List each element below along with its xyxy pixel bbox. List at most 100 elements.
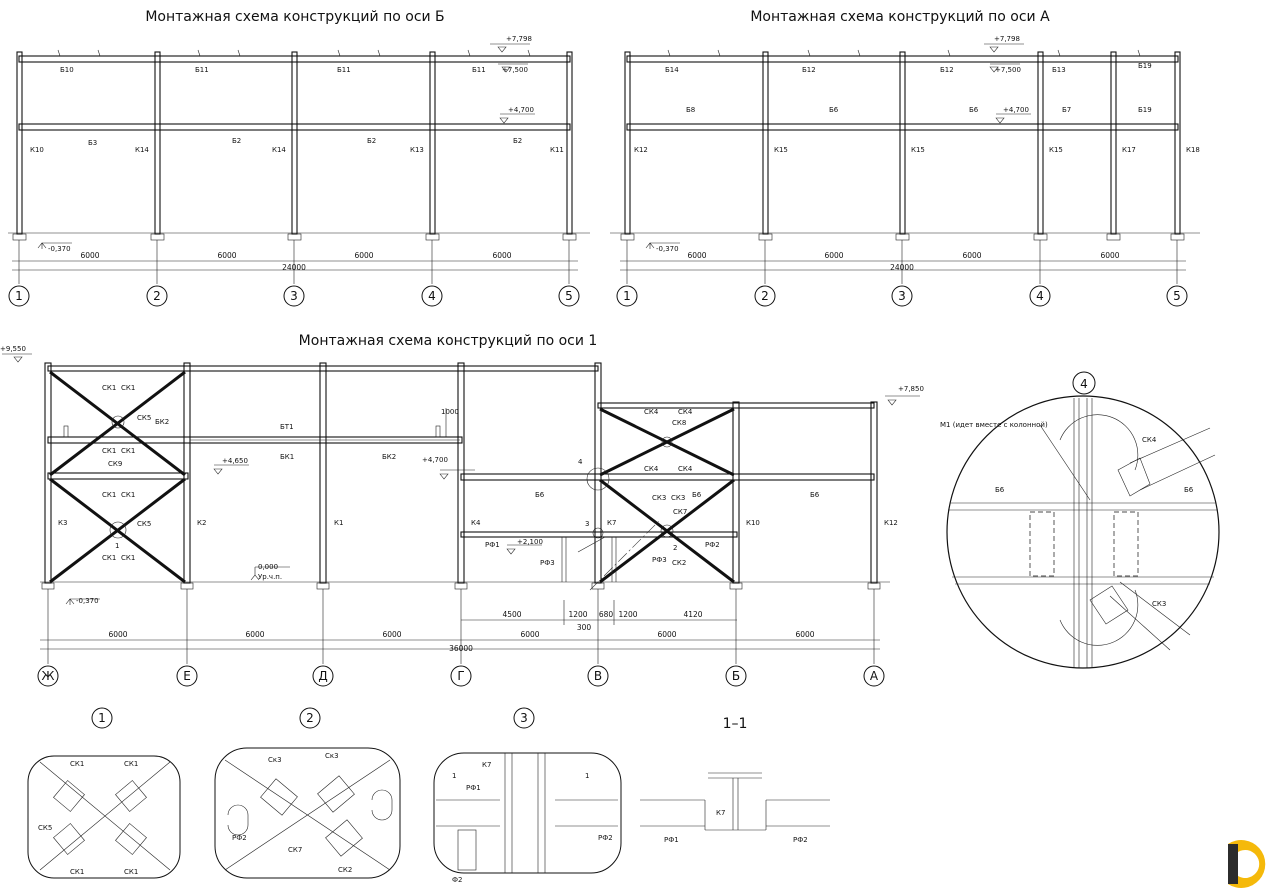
node-mark: 4 [578,458,583,466]
frame-axis-a: Б14 Б12 Б12 Б13 Б19 Б8 Б6 Б6 Б7 Б19 К12 … [610,35,1200,307]
frame-b-elev-top: +7,798 [506,35,532,43]
frame-1-label: РФ3 [540,559,555,567]
frame-1-label: СК5 [137,414,151,422]
frame-b-axis-mark: 3 [290,289,298,303]
frame-1-label: Б6 [810,491,820,499]
frame-1-label: К1 [334,519,343,527]
frame-1-label: СК1 [102,491,116,499]
frame-a-axis-mark: 4 [1036,289,1044,303]
frame-a-axis-mark: 2 [761,289,769,303]
frame-1-sub-dim: 680 [599,610,614,619]
detail-1-label: СК1 [70,760,84,768]
frame-a-column-label: К15 [911,146,925,154]
frame-b-beam-label: Б2 [367,137,376,145]
frame-a-span-dim: 6000 [824,251,843,260]
frame-a-beam-label: Б6 [829,106,839,114]
frame-1-label: СК1 [102,384,116,392]
frame-1-elev: 0,000 [258,563,278,571]
detail-2-mark: 2 [306,711,314,725]
frame-1-label: БТ1 [280,423,294,431]
detail-1-mark: 1 [98,711,106,725]
frame-1-axis-mark: Б [732,669,740,683]
frame-1-label: СК1 [121,554,135,562]
frame-1-sub-dim: 1200 [618,610,637,619]
detail-3-label: Ф2 [452,876,462,884]
frame-1-label: СК5 [137,520,151,528]
frame-a-total-dim: 24000 [890,263,914,272]
frame-1-label: СК1 [102,554,116,562]
frame-b-beam-label: Б2 [513,137,522,145]
frame-a-beam-label: Б8 [686,106,695,114]
frame-b-column-label: К11 [550,146,564,154]
detail-1-label: СК1 [124,760,138,768]
detail-3-cut-mark: 1 [452,772,456,780]
detail-1-label: СК1 [70,868,84,876]
frame-a-column-label: К18 [1186,146,1200,154]
detail-2-label: СК7 [288,846,302,854]
frame-1-elev: -0,370 [76,597,99,605]
frame-1-label: РФ3 [652,556,667,564]
title-section-1-1: 1–1 [723,716,748,732]
frame-1-axis-mark: В [594,669,602,683]
frame-1-label: К4 [471,519,481,527]
frame-1-axis-mark: А [870,669,879,683]
frame-1-label: Б6 [535,491,545,499]
frame-b-beam-label: Б11 [337,66,351,74]
detail-4-label: Б6 [995,486,1005,494]
frame-1-span-dim: 6000 [795,630,814,639]
frame-axis-b: Б10 Б11 Б11 Б11 Б3 Б2 Б2 Б2 К10 К14 К14 … [8,35,590,307]
frame-1-elev: +2,100 [517,538,543,546]
frame-1-label: БК1 [280,453,294,461]
frame-a-axis-mark: 5 [1173,289,1181,303]
section-label: К7 [716,809,725,817]
frame-1-axis-mark: Д [318,669,327,683]
title-axis-1: Монтажная схема конструкций по оси 1 [299,333,598,349]
frame-a-column-label: К15 [774,146,788,154]
frame-1-span-dim: 6000 [657,630,676,639]
frame-1-label: СК1 [121,384,135,392]
detail-4: 4 М1 (идет вместе с колонной) Б6 [940,371,1220,669]
frame-b-total-dim: 24000 [282,263,306,272]
detail-2-label: Ск3 [325,752,339,760]
detail-3: 3 К7 РФ1 РФ2 Ф2 1 1 [433,707,622,884]
brand-logo-icon [1228,840,1266,888]
frame-1-label: БК2 [155,418,169,426]
frame-a-beam-label: Б7 [1062,106,1071,114]
node-mark: 2 [673,544,677,552]
frame-a-columns [624,51,1181,235]
frame-b-span-dim: 6000 [354,251,373,260]
frame-1-bracing [49,370,735,584]
frame-b-beam-label: Б3 [88,139,97,147]
frame-b-axis-mark: 4 [428,289,436,303]
frame-1-span-dim: 6000 [520,630,539,639]
frame-1-elev: +9,550 [0,345,26,353]
detail-4-label: СК4 [1142,436,1157,444]
frame-b-beam-label: Б11 [195,66,209,74]
frame-b-elev-top2: +7,500 [502,66,528,74]
section-label: РФ2 [793,836,808,844]
frame-b-axis-mark: 2 [153,289,161,303]
frame-1-elev-note: Ур.ч.п. [258,573,282,581]
frame-b-column-label: К14 [272,146,286,154]
detail-4-note: М1 (идет вместе с колонной) [940,421,1048,429]
frame-a-span-dim: 6000 [962,251,981,260]
detail-1-label: СК1 [124,868,138,876]
frame-a-elev-top: +7,798 [994,35,1020,43]
detail-2-label: РФ2 [232,834,247,842]
frame-b-columns [16,51,573,235]
frame-b-beam-label: Б11 [472,66,486,74]
frame-b-beam-label: Б10 [60,66,74,74]
detail-3-label: К7 [482,761,491,769]
frame-a-span-dim: 6000 [1100,251,1119,260]
frame-1-axis-mark: Г [457,669,464,683]
detail-4-label: Б6 [1184,486,1194,494]
frame-1-dim-1000: 1000 [441,408,459,416]
detail-3-label: РФ2 [598,834,613,842]
frame-b-axis-mark: 5 [565,289,573,303]
frame-1-label: СК4 [644,465,659,473]
frame-b-column-label: К14 [135,146,149,154]
detail-2-label: СК2 [338,866,352,874]
detail-1-label: СК5 [38,824,52,832]
frame-1-axis-mark: Ж [42,669,55,683]
frame-1-label: БК2 [382,453,396,461]
